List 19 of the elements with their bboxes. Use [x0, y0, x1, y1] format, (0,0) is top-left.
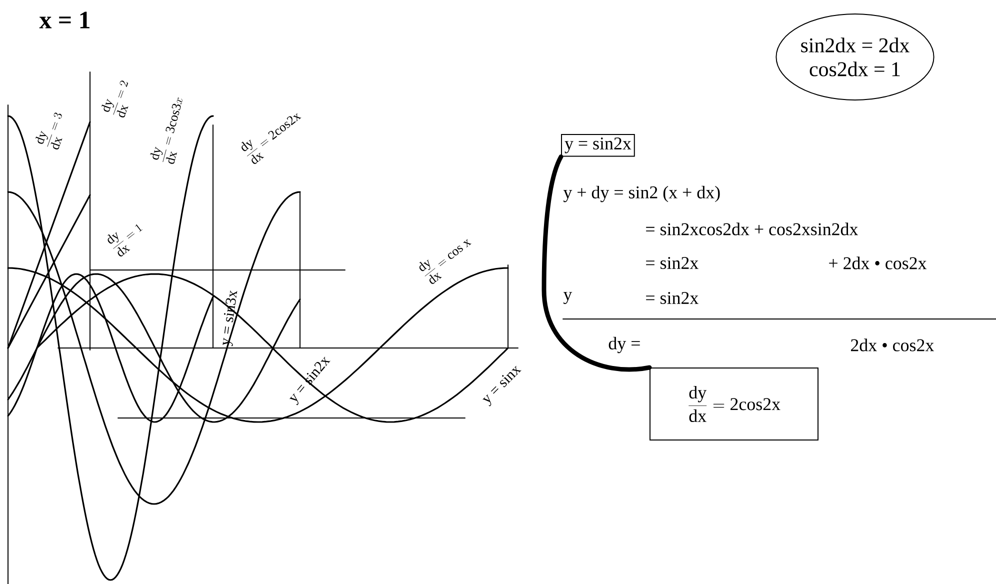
curve-label: $\frac{\mathrm{dy}}{\mathrm{dx}} = 1$ [107, 224, 142, 256]
curve-label: $\frac{\mathrm{dy}}{\mathrm{dx}} = \mathrm{3cos3}x$ [150, 98, 182, 164]
derivation-line: y + dy = sin2 (x + dx) [563, 186, 720, 202]
curve-label: y = sinx [482, 366, 522, 406]
curve-label: $\frac{\mathrm{dy}}{\mathrm{dx}} = 3$ [35, 112, 62, 150]
bracket-curve [542, 154, 652, 372]
formula-box: y = sin2x [561, 134, 635, 157]
result-box: $\frac{\mathrm{dy}}{\mathrm{dx}} = \mathrm{2cos2x}$ [650, 368, 818, 440]
curve-label: $\frac{\mathrm{dy}}{\mathrm{dx}} = 2$ [101, 80, 128, 118]
derivation-line: = sin2x [646, 292, 698, 304]
derivation-line: = sin2xcos2dx + cos2xsin2dx [646, 222, 858, 236]
curve-label: $\frac{\mathrm{dy}}{\mathrm{dx}} = \mathrm{2cos2x}$ [241, 113, 302, 164]
derivation-line: 2dx • cos2x [850, 338, 934, 352]
curve-label: $\frac{\mathrm{dy}}{\mathrm{dx}} = \mathrm{cos\ x}$ [419, 239, 472, 284]
axis-label: x = 1 [39, 12, 90, 28]
derivation-line: dy = [608, 336, 640, 354]
derivation-line: = sin2x [646, 256, 698, 270]
derivation-line: + 2dx • cos2x [829, 256, 927, 270]
derivation-line: y [563, 292, 572, 304]
